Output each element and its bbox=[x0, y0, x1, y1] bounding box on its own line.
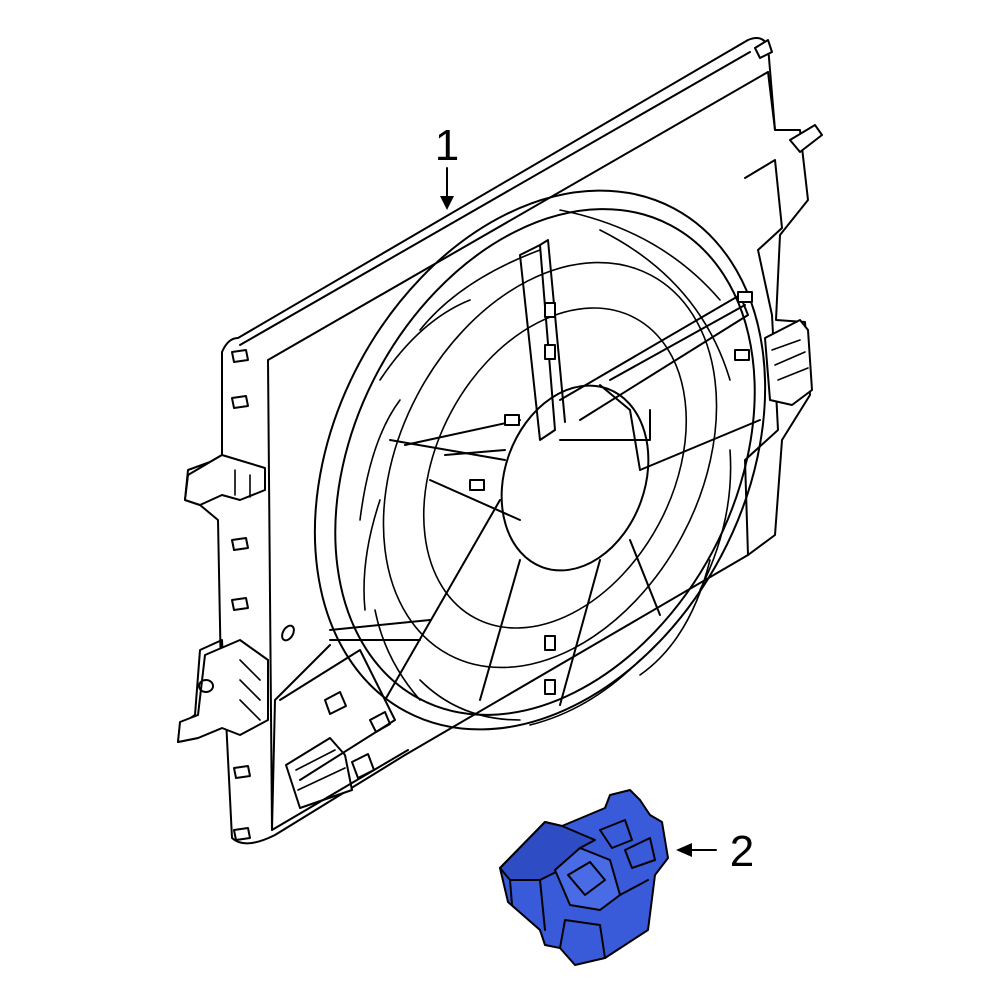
left-lower-bracket bbox=[177, 639, 269, 743]
callout-1-arrowhead bbox=[440, 196, 454, 210]
mount-pin-right bbox=[789, 124, 823, 153]
shroud-bottom-edge bbox=[271, 644, 409, 831]
connector-area bbox=[279, 649, 396, 809]
shroud-right-rail bbox=[744, 71, 783, 556]
shroud-frame bbox=[177, 37, 811, 845]
bracket-hole bbox=[198, 679, 214, 693]
shroud-slot bbox=[281, 624, 295, 642]
shroud-top-rim bbox=[239, 51, 769, 831]
fan-blades bbox=[359, 209, 732, 726]
mount-pin-top-right bbox=[754, 39, 773, 59]
callout-1-label: 1 bbox=[435, 121, 459, 170]
right-bracket bbox=[764, 319, 813, 406]
fan-ring-small bbox=[422, 307, 688, 629]
fan-shroud-assembly[interactable] bbox=[177, 37, 855, 845]
module-side-lines bbox=[509, 879, 649, 959]
left-lower-bracket-ribs bbox=[239, 659, 261, 721]
left-upper-bracket-detail bbox=[234, 469, 251, 498]
fan-ring-mid bbox=[382, 261, 718, 669]
fan-struts bbox=[329, 239, 761, 706]
module-connector-detail bbox=[567, 819, 656, 896]
left-upper-bracket bbox=[184, 454, 266, 506]
callout-2-label: 2 bbox=[730, 827, 754, 876]
ring-tabs bbox=[469, 291, 753, 695]
fan-ring-outer bbox=[313, 189, 767, 731]
callout-2-arrowhead bbox=[676, 843, 692, 857]
left-edge-tabs bbox=[231, 349, 251, 841]
right-bracket-detail bbox=[771, 339, 809, 381]
fan-control-module[interactable] bbox=[499, 789, 717, 966]
